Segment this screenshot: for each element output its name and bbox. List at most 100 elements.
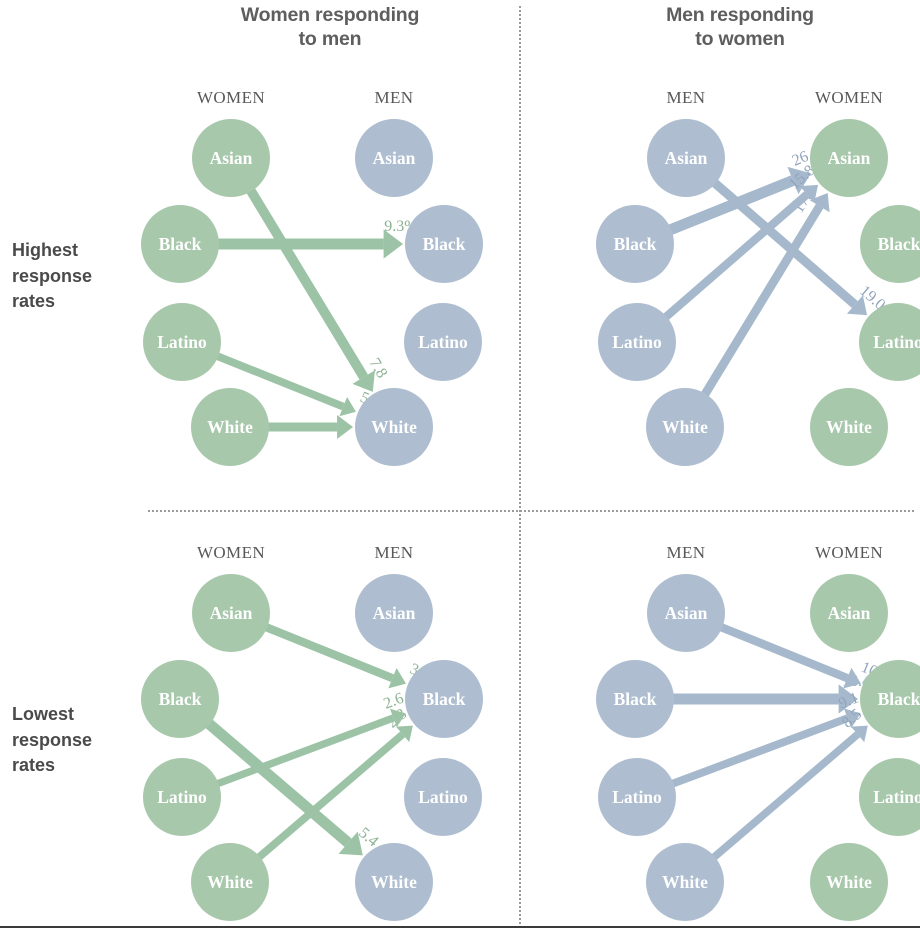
node-source-black-men-lowest[interactable]: Black (596, 660, 674, 738)
node-label: Latino (873, 331, 920, 352)
node-target-black-women-lowest[interactable]: Black (405, 660, 483, 738)
node-source-asian-men-highest[interactable]: Asian (647, 119, 725, 197)
arrow-head-icon (851, 725, 868, 743)
column-header-target-men-highest: WOMEN (814, 88, 884, 107)
flow-value-label: 2.6 (381, 690, 406, 713)
node-source-latino-men-lowest[interactable]: Latino (598, 758, 676, 836)
node-label: Black (877, 688, 920, 709)
node-source-black-men-highest[interactable]: Black (596, 205, 674, 283)
node-target-latino-women-highest[interactable]: Latino (404, 303, 482, 381)
node-label: Asian (827, 147, 871, 168)
node-label: White (207, 871, 253, 892)
column-header-target-women-highest: MEN (374, 88, 414, 107)
column-header-target-women-lowest: MEN (374, 543, 414, 562)
column-header-source-men-lowest: MEN (666, 543, 706, 562)
arrow-head-icon (843, 708, 861, 729)
row-label-line-1: Highest (12, 240, 79, 260)
flow-value-label: 9.1 (836, 690, 861, 713)
node-label: Black (877, 233, 920, 254)
row-label-line-3: rates (12, 755, 56, 776)
column-header-target-men-lowest: WOMEN (814, 543, 884, 562)
arrow-head-icon (389, 708, 406, 728)
flow-value-label: 7.8 (366, 355, 391, 381)
arrow-head-icon (809, 193, 830, 213)
panel-title-line-2: to women (695, 27, 785, 50)
node-target-latino-men-highest[interactable]: Latino (859, 303, 920, 381)
node-label: Asian (372, 147, 416, 168)
node-label: White (662, 871, 708, 892)
row-label-line-3: rates (12, 291, 56, 312)
flow-arrow-women-lowest-latino-to-black: 2.6 (216, 690, 406, 788)
panel-title-women-responding: Women responding to men (190, 4, 470, 52)
divider-horizontal (148, 510, 914, 512)
row-label-lowest: Lowest response rates (12, 702, 144, 779)
node-label: Latino (873, 786, 920, 807)
arrow-head-icon (337, 414, 353, 440)
node-label: Asian (664, 602, 708, 623)
node-target-black-men-lowest[interactable]: Black (860, 660, 920, 738)
node-label: Asian (372, 602, 416, 623)
arrow-head-icon (352, 370, 375, 392)
node-label: White (826, 416, 872, 437)
panel-title-line-1: Women responding (240, 4, 420, 26)
arrow-head-icon (838, 684, 858, 714)
node-label: Black (158, 688, 202, 709)
node-label: White (826, 871, 872, 892)
node-target-asian-men-highest[interactable]: Asian (810, 119, 888, 197)
node-source-white-men-highest[interactable]: White (646, 388, 724, 466)
node-target-asian-men-lowest[interactable]: Asian (810, 574, 888, 652)
flow-arrow-men-lowest-latino-to-black: 9.1 (671, 690, 861, 788)
node-source-asian-women-highest[interactable]: Asian (192, 119, 270, 197)
row-label-highest: Highest response rates (12, 238, 144, 315)
node-target-white-women-highest[interactable]: White (355, 388, 433, 466)
node-source-white-women-highest[interactable]: White (191, 388, 269, 466)
node-source-latino-women-lowest[interactable]: Latino (143, 758, 221, 836)
row-label-line-2: response (12, 729, 93, 750)
node-source-asian-women-lowest[interactable]: Asian (192, 574, 270, 652)
node-label: Black (422, 688, 466, 709)
row-label-line-2: response (12, 265, 93, 286)
node-source-white-men-lowest[interactable]: White (646, 843, 724, 921)
node-source-asian-men-lowest[interactable]: Asian (647, 574, 725, 652)
node-target-asian-women-lowest[interactable]: Asian (355, 574, 433, 652)
node-target-latino-women-lowest[interactable]: Latino (404, 758, 482, 836)
arrow-head-icon (388, 667, 406, 689)
flow-arrow-men-highest-white-to-asian: 17.6 (701, 183, 830, 397)
node-label: Black (422, 233, 466, 254)
node-target-white-women-lowest[interactable]: White (355, 843, 433, 921)
flow-arrow-men-lowest-white-to-black: 8.5 (711, 706, 868, 861)
node-source-black-women-highest[interactable]: Black (141, 205, 219, 283)
node-label: Asian (664, 147, 708, 168)
panel-title-men-responding: Men responding to women (600, 4, 880, 52)
node-label: Black (613, 233, 657, 254)
node-label: Latino (612, 331, 662, 352)
flow-arrow-women-highest-black-to-black: 9.3% (218, 218, 418, 259)
divider-vertical (519, 6, 521, 924)
node-target-black-women-highest[interactable]: Black (405, 205, 483, 283)
flow-arrow-men-lowest-black-to-black: 16.4 (673, 673, 870, 714)
arrow-head-icon (787, 166, 811, 195)
flow-arrow-women-lowest-white-to-black: 2.8 (256, 706, 413, 861)
node-target-black-men-highest[interactable]: Black (860, 205, 920, 283)
column-header-source-women-highest: WOMEN (196, 88, 266, 107)
flow-value-label: 17.6 (790, 183, 819, 216)
bottom-rule (0, 926, 920, 928)
arrow-head-icon (396, 725, 413, 743)
node-target-asian-women-highest[interactable]: Asian (355, 119, 433, 197)
column-header-source-women-lowest: WOMEN (196, 543, 266, 562)
node-source-white-women-lowest[interactable]: White (191, 843, 269, 921)
node-source-latino-men-highest[interactable]: Latino (598, 303, 676, 381)
node-target-white-men-highest[interactable]: White (810, 388, 888, 466)
node-source-latino-women-highest[interactable]: Latino (143, 303, 221, 381)
arrow-head-icon (339, 397, 356, 417)
arrow-head-icon (338, 831, 363, 856)
arrow-head-icon (799, 184, 819, 203)
node-label: White (662, 416, 708, 437)
node-source-black-women-lowest[interactable]: Black (141, 660, 219, 738)
node-label: White (371, 416, 417, 437)
node-label: Asian (209, 147, 253, 168)
node-target-white-men-lowest[interactable]: White (810, 843, 888, 921)
node-target-latino-men-lowest[interactable]: Latino (859, 758, 920, 836)
panel-title-line-1: Men responding (666, 4, 814, 26)
